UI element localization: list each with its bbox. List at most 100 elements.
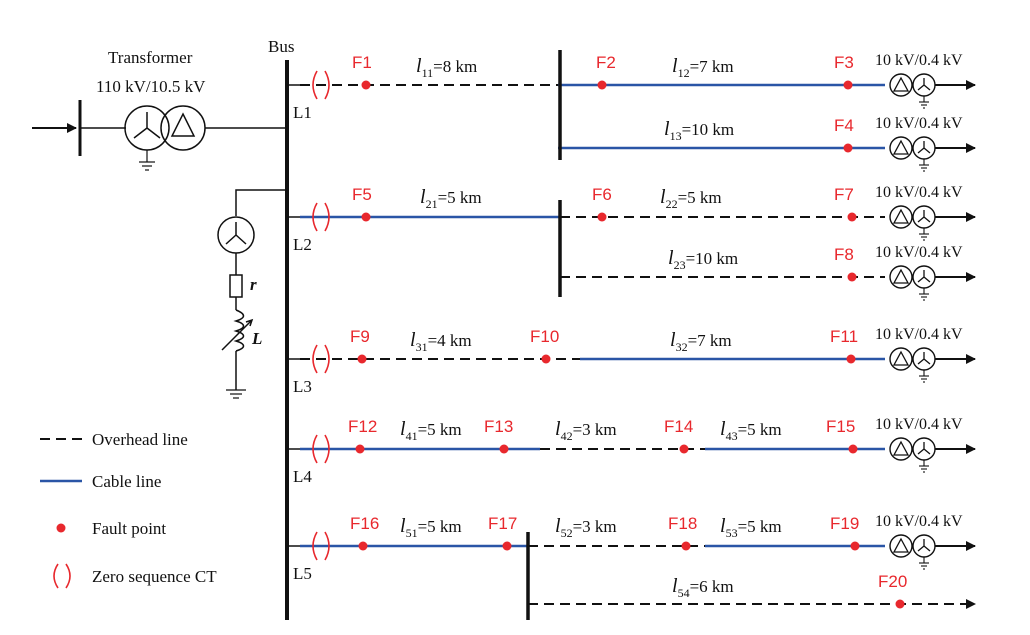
feeder-label-L1: L1 [293,103,312,122]
segment-label-l53: l53=5 km [720,515,782,540]
branch-bars [526,50,562,620]
load-rating-label: 10 kV/0.4 kV [875,52,963,69]
feeder-label-L5: L5 [293,564,312,583]
fault-label-F18: F18 [668,514,697,533]
segment-label-l51: l51=5 km [400,515,462,540]
fault-label-F9: F9 [350,327,370,346]
resistor-icon [229,274,243,298]
fault-point-F9 [357,354,367,364]
fault-label-F1: F1 [352,53,372,72]
fault-point-F14 [679,444,689,454]
grounding-branch: r L [217,189,287,399]
zero-sequence-ct-L3 [312,344,330,374]
fault-point-F16 [358,541,368,551]
load-transformer-icon [889,205,976,241]
segment-label-l52: l52=3 km [555,515,617,540]
zero-sequence-ct-L5 [312,531,330,561]
segment-label-l32: l32=7 km [670,329,732,354]
fault-point-F11 [846,354,856,364]
source-side: Transformer 110 kV/10.5 kV [32,48,287,171]
legend-ct-swatch [53,563,71,589]
load-rating-label: 10 kV/0.4 kV [875,416,963,433]
main-transformer-icon [124,105,206,171]
fault-label-F3: F3 [834,53,854,72]
fault-label-F15: F15 [826,417,855,436]
zero-sequence-ct-L1 [312,70,330,100]
fault-point-F10 [541,354,551,364]
segment-label-l31: l31=4 km [410,329,472,354]
feeder-label-L3: L3 [293,377,312,396]
segment-label-l41: l41=5 km [400,418,462,443]
fault-point-F12 [355,444,365,454]
fault-label-F17: F17 [488,514,517,533]
segment-label-l13: l13=10 km [664,118,734,143]
fault-label-F11: F11 [830,327,858,346]
fault-point-F19 [850,541,860,551]
load-transformer-icon [889,347,976,383]
segment-label-l12: l12=7 km [672,55,734,80]
fault-label-F7: F7 [834,185,854,204]
load-rating-label: 10 kV/0.4 kV [875,115,963,132]
fault-point-F3 [843,80,853,90]
fault-label-F2: F2 [596,53,616,72]
fault-point-F6 [597,212,607,222]
segment-label-l23: l23=10 km [668,247,738,272]
legend-fault-label: Fault point [92,519,166,538]
fault-label-F20: F20 [878,572,907,591]
inductor-label: L [251,329,262,348]
fault-point-F2 [597,80,607,90]
fault-label-F14: F14 [664,417,693,436]
fault-label-F16: F16 [350,514,379,533]
fault-point-F5 [361,212,371,222]
segment-label-l43: l43=5 km [720,418,782,443]
fault-label-F4: F4 [834,116,854,135]
fault-label-F19: F19 [830,514,859,533]
load-transformer-icon [889,437,976,473]
fault-label-F12: F12 [348,417,377,436]
fault-point-F13 [499,444,509,454]
legend-overhead-label: Overhead line [92,430,188,449]
fault-points [355,80,905,609]
zero-sequence-ct-L2 [312,202,330,232]
zero-sequence-ct-L4 [312,434,330,464]
legend-ct-label: Zero sequence CT [92,567,217,586]
segment-label-l11: l11=8 km [416,55,477,80]
ground-icon [226,389,246,399]
legend-fault-swatch [56,523,66,533]
load-transformers [889,73,976,570]
load-transformer-icon [889,265,976,301]
load-rating-label: 10 kV/0.4 kV [875,244,963,261]
load-rating-label: 10 kV/0.4 kV [875,513,963,530]
fault-label-F8: F8 [834,245,854,264]
feeder-label-L2: L2 [293,235,312,254]
legend-cable-label: Cable line [92,472,161,491]
zero-sequence-cts [312,70,330,561]
grounding-transformer-icon [217,216,255,254]
resistor-label: r [250,275,257,294]
transformer-rating: 110 kV/10.5 kV [96,77,206,96]
feeder-label-L4: L4 [293,467,312,486]
fault-label-F6: F6 [592,185,612,204]
fault-point-F4 [843,143,853,153]
load-transformer-icon [889,73,976,109]
fault-label-F5: F5 [352,185,372,204]
segment-label-l42: l42=3 km [555,418,617,443]
fault-label-F10: F10 [530,327,559,346]
network-labels: 10 kV/0.4 kV 10 kV/0.4 kV 10 kV/0.4 kV 10 k… [293,52,963,600]
load-transformer-icon [889,136,976,172]
load-rating-label: 10 kV/0.4 kV [875,326,963,343]
fault-point-F1 [361,80,371,90]
load-rating-label: 10 kV/0.4 kV [875,184,963,201]
fault-point-F18 [681,541,691,551]
load-transformer-icon [889,534,976,570]
fault-point-F17 [502,541,512,551]
transformer-title: Transformer [108,48,193,67]
segment-label-l21: l21=5 km [420,186,482,211]
inductor-icon [233,309,245,352]
fault-point-F8 [847,272,857,282]
fault-label-F13: F13 [484,417,513,436]
fault-point-F20 [895,599,905,609]
segment-label-l54: l54=6 km [672,575,734,600]
network-lines [287,83,976,609]
